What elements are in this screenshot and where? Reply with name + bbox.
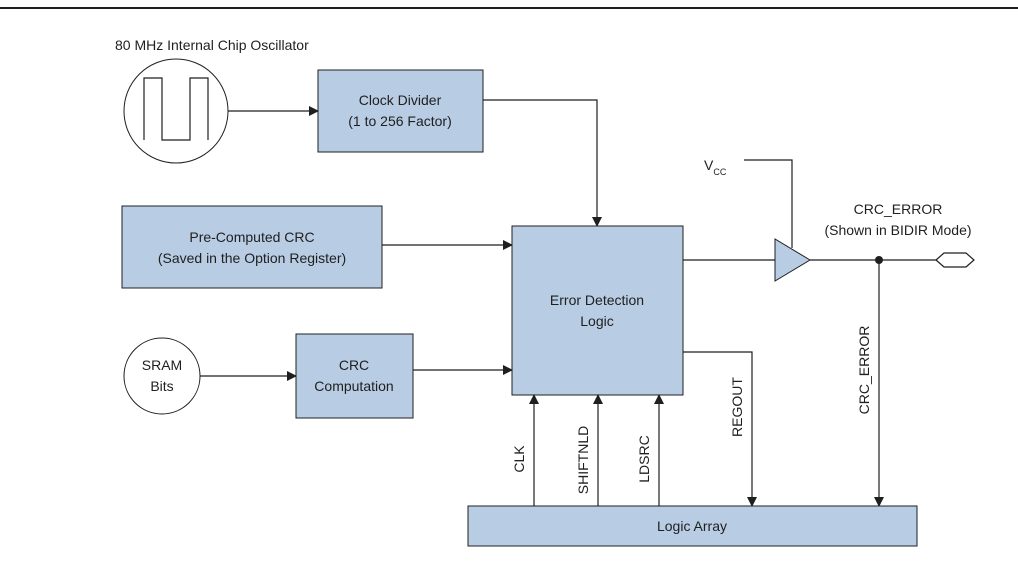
clock-divider-line2: (1 to 256 Factor) (348, 113, 452, 129)
vcc-main: V (704, 157, 714, 173)
crc-error-signal-label: CRC_ERROR (856, 326, 872, 415)
precomputed-crc-line1: Pre-Computed CRC (189, 229, 314, 245)
crc-error-output-line2: (Shown in BIDIR Mode) (824, 222, 971, 238)
crc-error-pin-icon (935, 252, 975, 268)
sram-line2: Bits (150, 378, 173, 394)
clock-divider-line1: Clock Divider (359, 92, 442, 108)
clk-signal-label: CLK (511, 445, 527, 473)
error-detection-block: Error Detection Logic (511, 225, 684, 396)
vcc-wire (744, 159, 793, 248)
precomputed-crc-line2: (Saved in the Option Register) (158, 250, 346, 266)
clock-divider-block: Clock Divider (1 to 256 Factor) (317, 69, 484, 153)
ldsrc-signal-label: LDSRC (636, 435, 652, 482)
crc-computation-line1: CRC (339, 357, 369, 373)
precomputed-crc-block: Pre-Computed CRC (Saved in the Option Re… (121, 205, 383, 289)
oscillator-label: 80 MHz Internal Chip Oscillator (115, 37, 309, 53)
regout-wire (683, 351, 757, 507)
logic-array-label: Logic Array (657, 518, 727, 534)
logic-array-block: Logic Array (467, 505, 918, 547)
crc-computation-line2: Computation (314, 378, 393, 394)
error-detection-line1: Error Detection (550, 292, 644, 308)
vcc-subscript: CC (713, 167, 726, 177)
shiftnld-signal-label: SHIFTNLD (575, 426, 591, 494)
vcc-label: VCC (704, 157, 727, 177)
sram-bits-circle: SRAM Bits (123, 337, 201, 415)
crc-computation-block: CRC Computation (295, 333, 414, 419)
oscillator-symbol (123, 58, 229, 164)
crc-error-output-line1: CRC_ERROR (854, 201, 943, 217)
output-buffer-symbol (774, 238, 811, 282)
regout-signal-label: REGOUT (729, 377, 745, 437)
sram-line1: SRAM (142, 357, 182, 373)
divider-to-edl-wire (483, 99, 602, 227)
error-detection-line2: Logic (580, 313, 613, 329)
